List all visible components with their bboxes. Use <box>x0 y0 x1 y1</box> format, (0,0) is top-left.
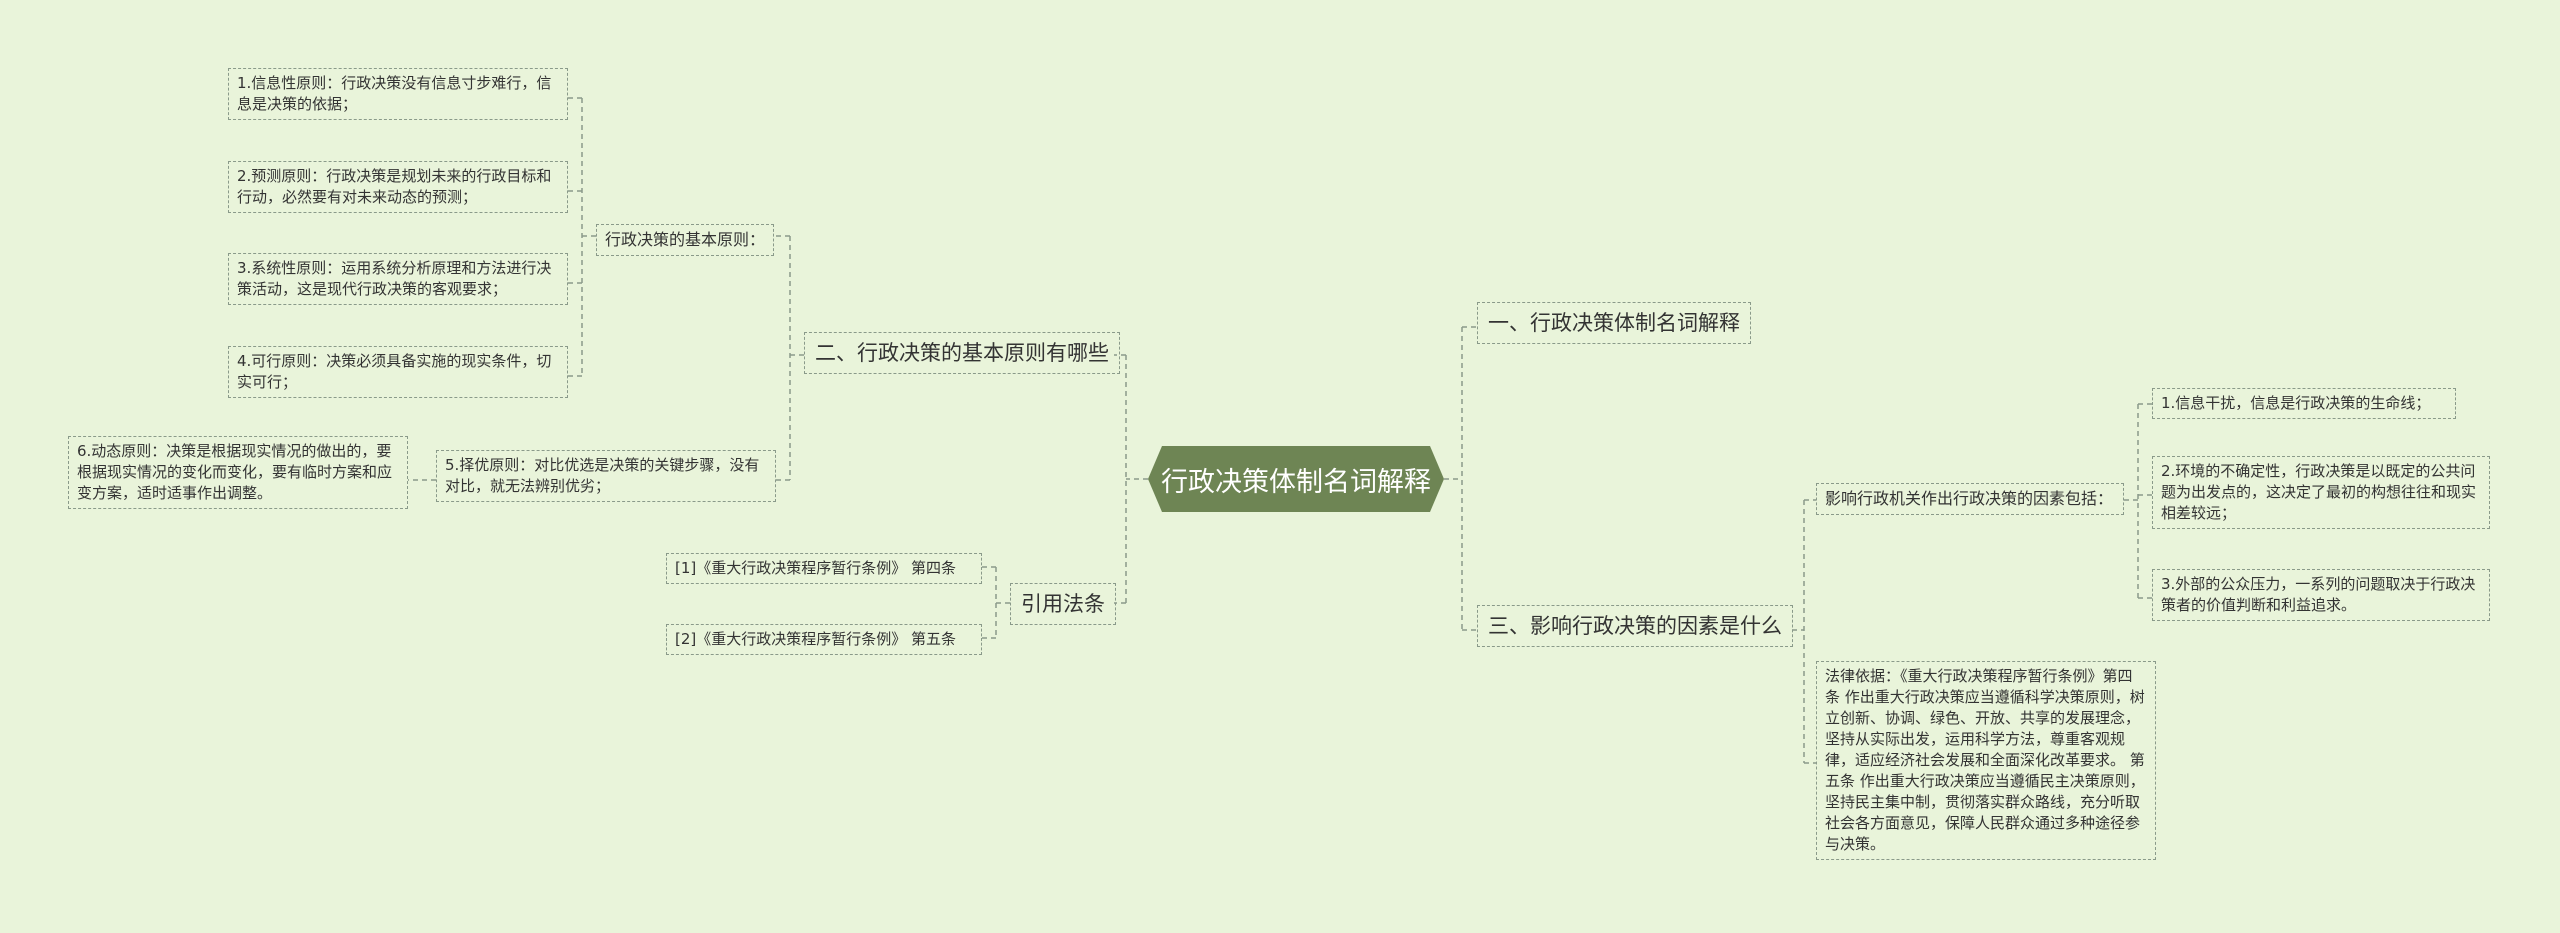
principle-item-6[interactable]: 6.动态原则：决策是根据现实情况的做出的，要根据现实情况的变化而变化，要有临时方… <box>68 436 408 509</box>
cited-law-1[interactable]: [1]《重大行政决策程序暂行条例》 第四条 <box>666 553 982 584</box>
principle-item-2[interactable]: 2.预测原则：行政决策是规划未来的行政目标和行动，必然要有对未来动态的预测； <box>228 161 568 213</box>
legal-basis-note[interactable]: 法律依据：《重大行政决策程序暂行条例》第四条 作出重大行政决策应当遵循科学决策原… <box>1816 661 2156 860</box>
factors-group[interactable]: 影响行政机关作出行政决策的因素包括： <box>1816 483 2124 515</box>
root-hexagon-shape <box>1148 446 1444 512</box>
root-title: 行政决策体制名词解释 <box>1161 466 1431 498</box>
cited-law-2[interactable]: [2]《重大行政决策程序暂行条例》 第五条 <box>666 624 982 655</box>
principle-item-4[interactable]: 4.可行原则：决策必须具备实施的现实条件，切实可行； <box>228 346 568 398</box>
principle-item-3[interactable]: 3.系统性原则：运用系统分析原理和方法进行决策活动，这是现代行政决策的客观要求； <box>228 253 568 305</box>
factor-item-3[interactable]: 3.外部的公众压力，一系列的问题取决于行政决策者的价值判断和利益追求。 <box>2152 569 2490 621</box>
principle-item-1[interactable]: 1.信息性原则：行政决策没有信息寸步难行，信息是决策的依据； <box>228 68 568 120</box>
factor-item-2[interactable]: 2.环境的不确定性，行政决策是以既定的公共问题为出发点的，这决定了最初的构想往往… <box>2152 456 2490 529</box>
branch-cited-laws[interactable]: 引用法条 <box>1010 583 1116 625</box>
branch-basic-principles[interactable]: 二、行政决策的基本原则有哪些 <box>804 332 1120 374</box>
branch-definition[interactable]: 一、行政决策体制名词解释 <box>1477 302 1751 344</box>
factor-item-1[interactable]: 1.信息干扰，信息是行政决策的生命线； <box>2152 388 2456 419</box>
principle-item-5[interactable]: 5.择优原则：对比优选是决策的关键步骤，没有对比，就无法辨别优劣； <box>436 450 776 502</box>
branch-influencing-factors[interactable]: 三、影响行政决策的因素是什么 <box>1477 605 1793 647</box>
root-topic[interactable]: 行政决策体制名词解释 <box>1148 446 1444 512</box>
principles-group[interactable]: 行政决策的基本原则： <box>596 224 775 256</box>
